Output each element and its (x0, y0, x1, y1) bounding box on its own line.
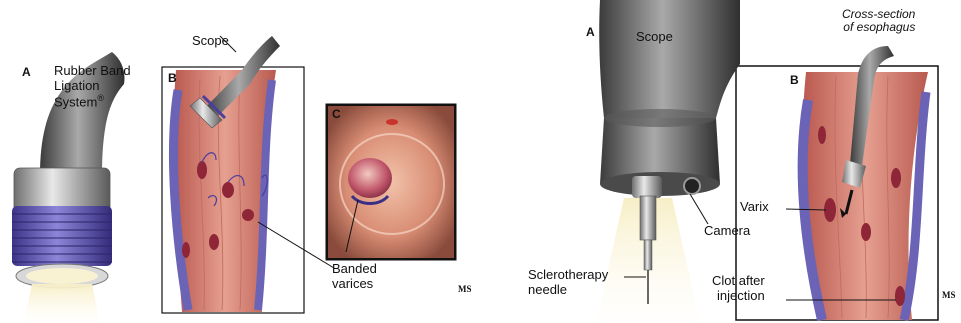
clot-after-injection-label: Clot after injection (712, 274, 765, 303)
sclerotherapy-needle-label: Sclerotherapy needle (528, 268, 608, 297)
needle-label-line-1: Sclerotherapy (528, 268, 608, 283)
left-panel-a-label: A (22, 66, 31, 79)
banded-varices-line-2: varices (332, 277, 377, 292)
right-figure (596, 0, 938, 323)
left-publisher-logo: MS (458, 286, 472, 294)
needle-label-line-2: needle (528, 283, 608, 298)
rubber-band-label-line-1: Rubber Band (54, 64, 131, 79)
right-panel-a-label: A (586, 26, 595, 39)
varix-label: Varix (740, 200, 769, 215)
registered-mark: ® (97, 93, 104, 103)
left-scope-label: Scope (192, 34, 229, 49)
rubber-band-label-line-2: Ligation (54, 79, 131, 94)
right-publisher-logo: MS (942, 292, 956, 300)
clot-mark (895, 286, 905, 306)
endoscopic-photo (326, 104, 456, 260)
banded-esophagus-illustration (162, 36, 304, 313)
left-panel-b-label: B (168, 72, 177, 85)
esophagus-cross-section (802, 46, 928, 320)
rubber-band-label-line-3: System (54, 94, 97, 109)
needle-sheath (640, 196, 656, 240)
banded-varices-line-1: Banded (332, 262, 377, 277)
cross-section-line-1: Cross-section (842, 8, 915, 21)
banded-varices-label: Banded varices (332, 262, 377, 291)
camera-lens (684, 178, 700, 194)
cross-section-line-2: of esophagus (842, 21, 915, 34)
right-panel-b-label: B (790, 74, 799, 87)
rubber-band-ligation-label: Rubber Band Ligation System® (54, 64, 131, 110)
right-scope-label: Scope (636, 30, 673, 45)
rubber-band-label-line-3-wrap: System® (54, 93, 131, 110)
camera-label: Camera (704, 224, 750, 239)
cross-section-label: Cross-section of esophagus (842, 8, 915, 35)
clot-label-line-2: injection (712, 289, 765, 304)
left-panel-c-label: C (332, 108, 341, 121)
clot-label-line-1: Clot after (712, 274, 765, 289)
